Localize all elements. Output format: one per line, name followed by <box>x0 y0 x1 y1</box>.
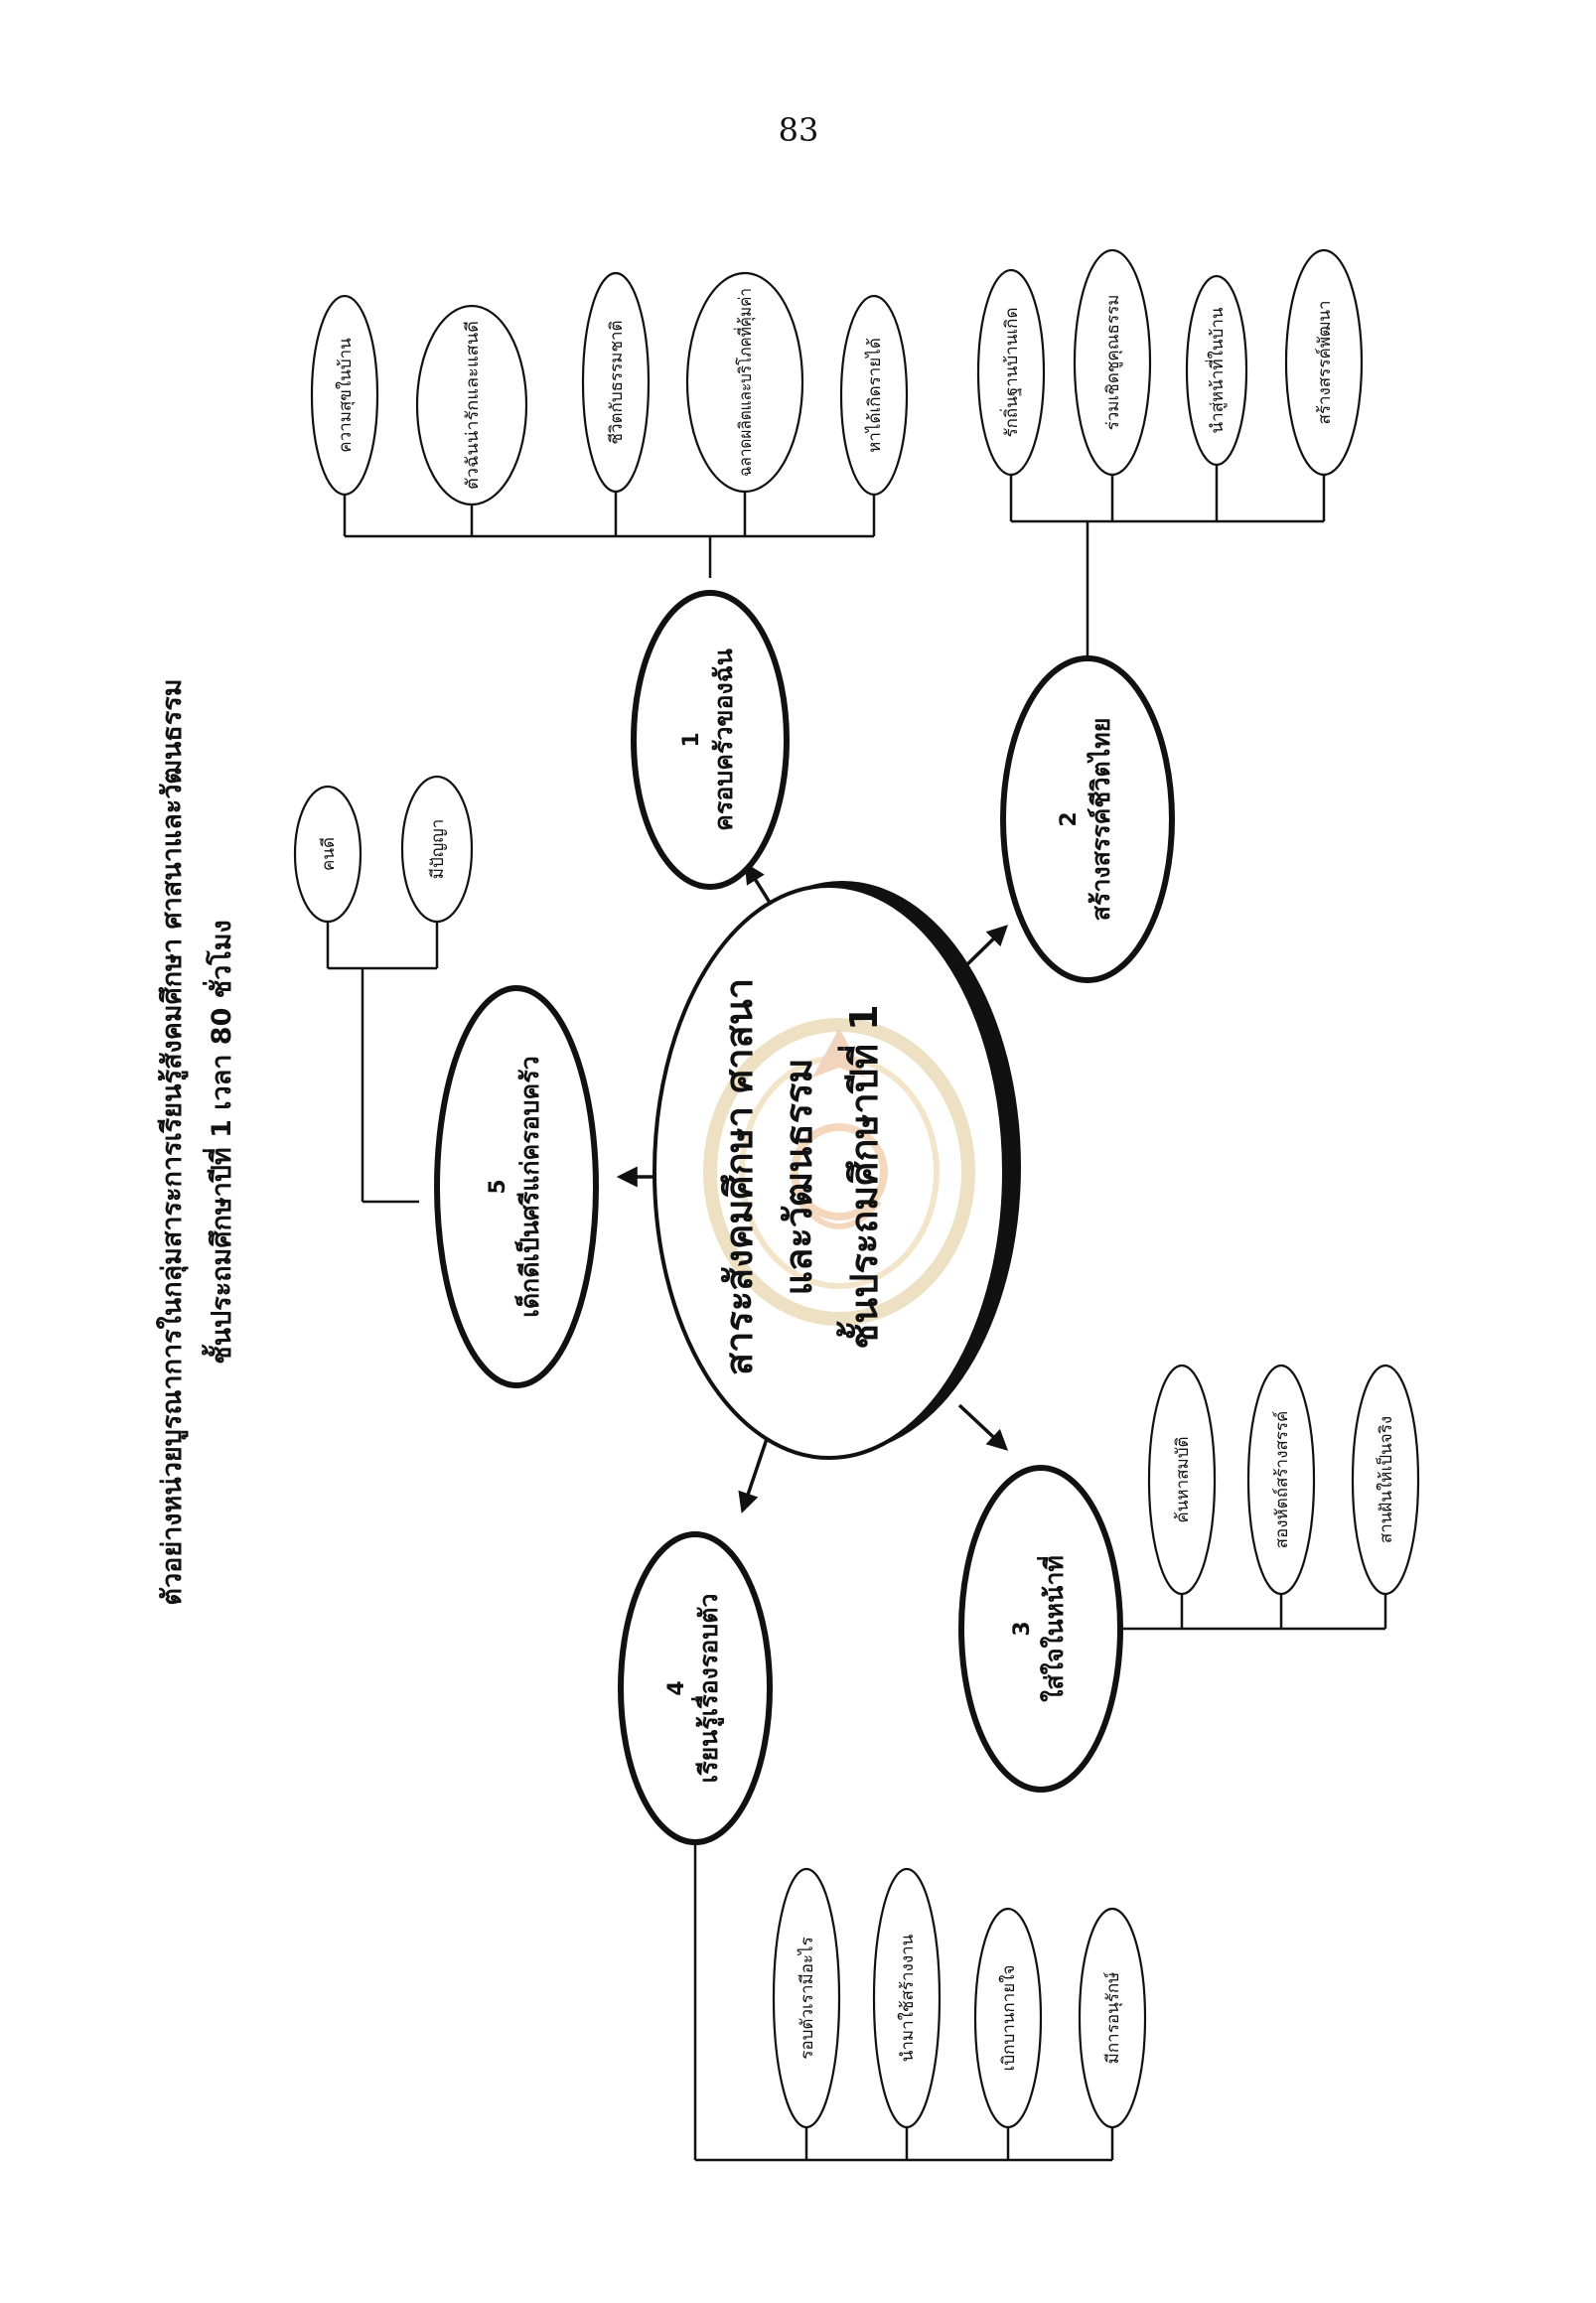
node-5-connectors <box>326 922 439 1204</box>
subtopic-label: รอบตัวเรามีอะไร <box>797 1937 817 2059</box>
arrow-to-node-2 <box>961 925 1009 970</box>
node-5-ellipse <box>434 985 599 1388</box>
subtopic-label: ชีวิตกับธรรมชาติ <box>607 320 627 444</box>
subtopic-oval: เบิกบานกายใจ <box>973 1907 1043 2129</box>
node-2-label: สร้างสรรค์ชีวิตไทย <box>1086 718 1115 922</box>
subtopic-label: นำมาใช้สร้างงาน <box>897 1934 918 2062</box>
node-2-subtopics: รักถิ่นฐานบ้านเกิด ร่วมเชิดชูคุณธรรม นำส… <box>976 248 1364 477</box>
central-line-3: ชั้นประถมศึกษาปีที่ 1 <box>836 1004 886 1349</box>
central-topic-ellipse <box>653 884 1006 1460</box>
central-line-1: สาระสังคมศึกษา ศาสนา <box>717 978 761 1375</box>
title-line-2: ชั้นประถมศึกษาปีที่ 1 เวลา 80 ชั่วโมง <box>201 920 237 1364</box>
subtopic-oval: ความสุขในบ้าน <box>310 294 379 497</box>
subtopic-label: สานฝันให้เป็นจริง <box>1375 1416 1396 1543</box>
central-line-2: และวัฒนธรรม <box>777 1059 820 1296</box>
node-4-number: 4 <box>664 1680 689 1695</box>
node-2: 2 สร้างสรรค์ชีวิตไทย <box>1000 655 1175 983</box>
subtopic-label: ฉลาดผลิตและบริโภคที่คุ้มค่า <box>733 288 756 477</box>
document-title: ตัวอย่างหน่วยบูรณาการในกลุ่มสาระการเรียน… <box>156 678 237 1605</box>
subtopic-oval: ร่วมเชิดชูคุณธรรม <box>1073 248 1152 477</box>
node-5-number: 5 <box>486 1179 510 1194</box>
node-2-ellipse <box>1000 655 1175 983</box>
subtopic-oval: ค้นหาสมบัติ <box>1147 1364 1217 1596</box>
subtopic-oval: มีปัญญา <box>400 775 474 924</box>
node-5-subtopics: คนดี มีปัญญา <box>293 775 474 924</box>
emblem-watermark <box>703 1018 975 1326</box>
subtopic-oval: สร้างสรรค์พัฒนา <box>1284 248 1364 477</box>
subtopic-label: ความสุขในบ้าน <box>335 338 356 453</box>
subtopic-oval: คนดี <box>293 785 363 924</box>
arrow-to-node-3 <box>957 1403 1009 1451</box>
node-1-ellipse <box>631 590 790 890</box>
node-3-subtopics: ค้นหาสมบัติ สองหัตถ์สร้างสรรค์ สานฝันให้… <box>1147 1364 1420 1596</box>
node-5: 5 เด็กดีเป็นศรีแก่ครอบครัว <box>434 985 599 1388</box>
subtopic-label: รักถิ่นฐานบ้านเกิด <box>999 308 1022 438</box>
subtopic-oval: นำสู่หน้าที่ในบ้าน <box>1185 274 1248 467</box>
arrow-to-node-4 <box>738 1429 772 1513</box>
node-1-subtopics: ความสุขในบ้าน ตัวฉันน่ารักและแสนดี ชีวิต… <box>310 271 909 506</box>
node-4-ellipse <box>618 1531 773 1845</box>
subtopic-label: ร่วมเชิดชูคุณธรรม <box>1103 295 1123 431</box>
subtopic-label: หาได้เกิดรายได้ <box>864 338 885 453</box>
subtopic-oval: รอบตัวเรามีอะไร <box>772 1867 841 2129</box>
subtopic-oval: ฉลาดผลิตและบริโภคที่คุ้มค่า <box>685 271 804 494</box>
node-3: 3 ใส่ใจในหน้าที่ <box>958 1465 1123 1793</box>
subtopic-label: เบิกบานกายใจ <box>998 1965 1019 2072</box>
subtopic-oval: สานฝันให้เป็นจริง <box>1351 1364 1420 1596</box>
node-1-connectors <box>343 492 876 578</box>
subtopic-label: สร้างสรรค์พัฒนา <box>1315 300 1335 424</box>
subtopic-oval: รักถิ่นฐานบ้านเกิด <box>976 268 1046 477</box>
node-4-subtopics: รอบตัวเรามีอะไร นำมาใช้สร้างงาน เบิกบานก… <box>772 1867 1147 2129</box>
central-topic: สาระสังคมศึกษา ศาสนา และวัฒนธรรม ชั้นประ… <box>653 881 1021 1460</box>
node-3-ellipse <box>958 1465 1123 1793</box>
subtopic-oval: นำมาใช้สร้างงาน <box>872 1867 942 2129</box>
node-3-number: 3 <box>1010 1621 1035 1636</box>
subtopic-label: สองหัตถ์สร้างสรรค์ <box>1272 1411 1292 1549</box>
subtopic-oval: สองหัตถ์สร้างสรรค์ <box>1246 1364 1316 1596</box>
subtopic-label: ตัวฉันน่ารักและแสนดี <box>463 321 483 490</box>
subtopic-oval: ชีวิตกับธรรมชาติ <box>581 271 651 494</box>
title-line-1: ตัวอย่างหน่วยบูรณาการในกลุ่มสาระการเรียน… <box>156 678 189 1605</box>
node-1-label: ครอบครัวของฉัน <box>709 648 738 831</box>
subtopic-label: มีปัญญา <box>428 819 448 880</box>
subtopic-oval: ตัวฉันน่ารักและแสนดี <box>415 304 528 506</box>
node-4: 4 เรียนรู้เรื่องรอบตัว <box>618 1531 773 1845</box>
node-2-connectors <box>1009 465 1326 660</box>
node-1: 1 ครอบครัวของฉัน <box>631 590 790 890</box>
subtopic-oval: หาได้เกิดรายได้ <box>839 294 909 497</box>
node-1-number: 1 <box>679 732 704 747</box>
node-4-connectors <box>693 1842 1114 2162</box>
node-5-label: เด็กดีเป็นศรีแก่ครอบครัว <box>514 1056 544 1317</box>
node-4-label: เรียนรู้เรื่องรอบตัว <box>691 1594 725 1784</box>
node-3-connectors <box>1094 1594 1387 1631</box>
subtopic-label: นำสู่หน้าที่ในบ้าน <box>1205 307 1228 433</box>
subtopic-label: ค้นหาสมบัติ <box>1173 1436 1193 1522</box>
subtopic-label: มีการอนุรักษ์ <box>1103 1971 1123 2064</box>
page-number: 83 <box>779 111 819 149</box>
node-3-label: ใส่ใจในหน้าที่ <box>1037 1555 1069 1702</box>
subtopic-label: คนดี <box>319 837 339 871</box>
subtopic-oval: มีการอนุรักษ์ <box>1078 1907 1147 2129</box>
node-2-number: 2 <box>1057 811 1082 826</box>
